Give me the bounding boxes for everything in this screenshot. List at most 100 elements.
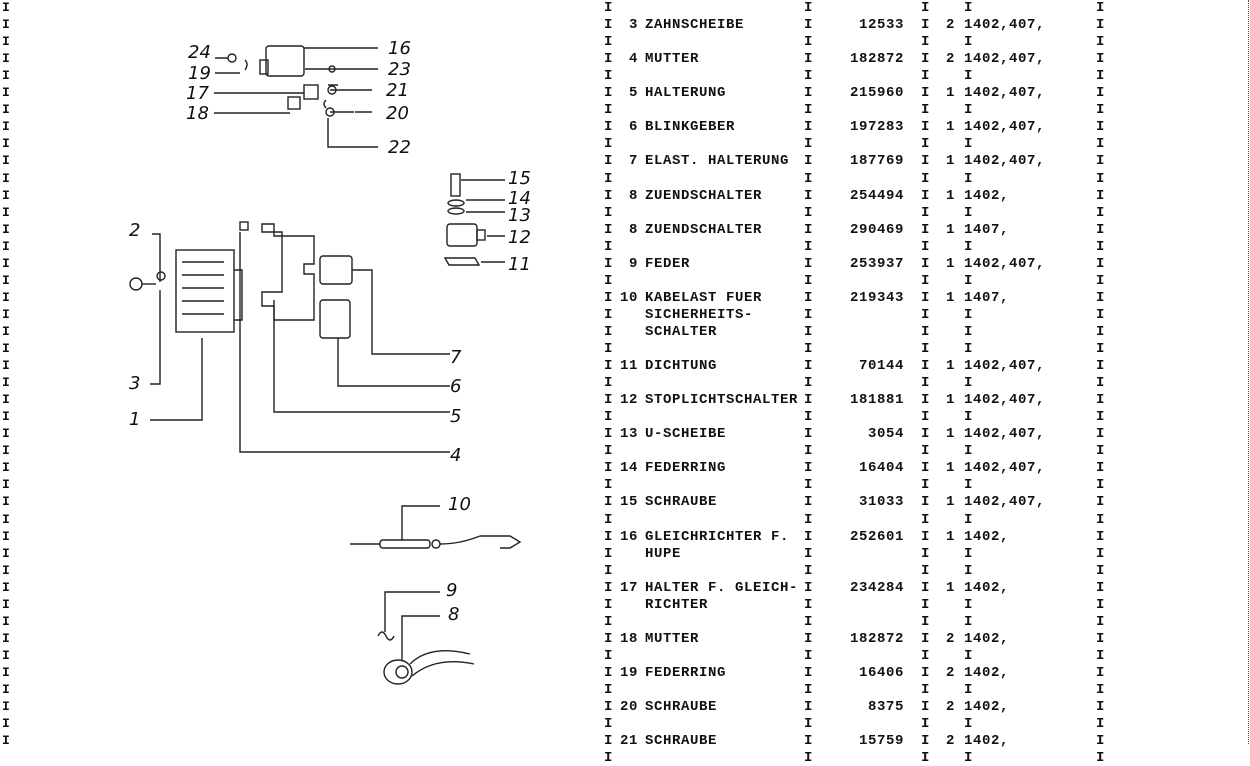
column-separator: I [804, 306, 814, 323]
column-separator: I [604, 323, 614, 340]
column-separator: I [804, 272, 814, 289]
margin-separator: I [2, 119, 10, 135]
column-separator: I [1096, 51, 1106, 68]
margin-separator: I [2, 562, 10, 578]
column-separator: I [964, 596, 974, 613]
quantity: 2 [946, 664, 956, 681]
column-separator: I [804, 255, 814, 272]
column-separator: I [964, 511, 974, 528]
item-name: BLINKGEBER [645, 119, 736, 136]
model-list: 1402,407, [964, 85, 1046, 102]
column-separator: I [604, 289, 614, 306]
quantity: 2 [946, 733, 956, 750]
model-list: 1402, [964, 699, 1010, 716]
column-separator: I [921, 392, 931, 409]
column-separator: I [1096, 289, 1106, 306]
column-separator: I [921, 272, 931, 289]
margin-separator: I [2, 443, 10, 459]
column-separator: I [921, 443, 931, 460]
callout-19: 19 [188, 63, 211, 84]
column-separator: I [1096, 477, 1106, 494]
column-separator: I [604, 221, 614, 238]
part-number: 182872 [849, 51, 904, 68]
column-separator: I [921, 716, 931, 733]
elastic-holder [319, 299, 351, 339]
column-separator: I [804, 17, 814, 34]
column-separator: I [921, 733, 931, 750]
quantity: 1 [946, 460, 956, 477]
column-separator: I [1096, 358, 1106, 375]
model-list: 1402, [964, 528, 1010, 545]
column-separator: I [604, 460, 614, 477]
page-edge [1248, 0, 1249, 744]
callout-22: 22 [388, 137, 411, 158]
callout-1: 1 [129, 409, 141, 430]
margin-separator: I [2, 528, 10, 544]
column-separator: I [604, 477, 614, 494]
margin-separator: I [2, 238, 10, 254]
column-separator: I [804, 170, 814, 187]
callout-2: 2 [129, 220, 141, 241]
model-list: 1402, [964, 733, 1010, 750]
margin-separator: I [2, 153, 10, 169]
column-separator: I [804, 34, 814, 51]
item-number: 15 [619, 494, 638, 511]
column-separator: I [604, 272, 614, 289]
margin-separator: I [2, 341, 10, 356]
item-name: STOPLICHTSCHALTER [645, 392, 799, 409]
column-separator: I [921, 136, 931, 153]
column-separator: I [1096, 255, 1106, 272]
item-number: 10 [619, 289, 638, 306]
column-separator: I [804, 375, 814, 392]
column-separator: I [604, 85, 614, 102]
column-separator: I [1096, 187, 1106, 204]
column-separator: I [804, 664, 814, 681]
column-separator: I [1096, 153, 1106, 170]
margin-separator: I [2, 460, 10, 476]
column-separator: I [604, 682, 614, 698]
quantity: 2 [946, 630, 956, 647]
item-number: 4 [628, 51, 638, 68]
item-name: HALTER F. GLEICH- [645, 579, 799, 596]
part-number: 16404 [858, 460, 904, 477]
part-number: 31033 [858, 494, 904, 511]
column-separator: I [604, 51, 614, 68]
part-number: 70144 [858, 358, 904, 375]
column-separator: I [804, 119, 814, 136]
item-name: FEDERRING [645, 664, 727, 681]
callout-7: 7 [450, 347, 462, 368]
column-separator: I [964, 306, 974, 323]
column-separator: I [804, 153, 814, 170]
part-number: 219343 [849, 289, 904, 306]
margin-separator: I [2, 733, 10, 749]
column-separator: I [804, 102, 814, 119]
margin-separator: I [2, 664, 10, 680]
column-separator: I [1096, 460, 1106, 477]
column-separator: I [921, 750, 931, 766]
column-separator: I [921, 170, 931, 187]
column-separator: I [921, 528, 931, 545]
callout-8: 8 [448, 604, 460, 625]
margin-separator: I [2, 204, 10, 220]
column-separator: I [604, 358, 614, 375]
item-name: SCHALTER [645, 323, 718, 340]
column-separator: I [921, 341, 931, 357]
column-separator: I [804, 630, 814, 647]
column-separator: I [921, 34, 931, 51]
column-separator: I [804, 51, 814, 68]
margin-separator: I [2, 494, 10, 510]
column-separator: I [921, 153, 931, 170]
column-separator: I [921, 426, 931, 443]
callout-24: 24 [188, 42, 211, 63]
column-separator: I [1096, 494, 1106, 511]
quantity: 1 [946, 85, 956, 102]
item-name: HUPE [645, 545, 682, 562]
washer-3 [156, 271, 166, 281]
margin-separator: I [2, 613, 10, 629]
column-separator: I [604, 34, 614, 51]
model-list: 1402,407, [964, 51, 1046, 68]
item-number: 5 [628, 85, 638, 102]
quantity: 2 [946, 51, 956, 68]
model-list: 1402,407, [964, 358, 1046, 375]
model-list: 1407, [964, 221, 1010, 238]
